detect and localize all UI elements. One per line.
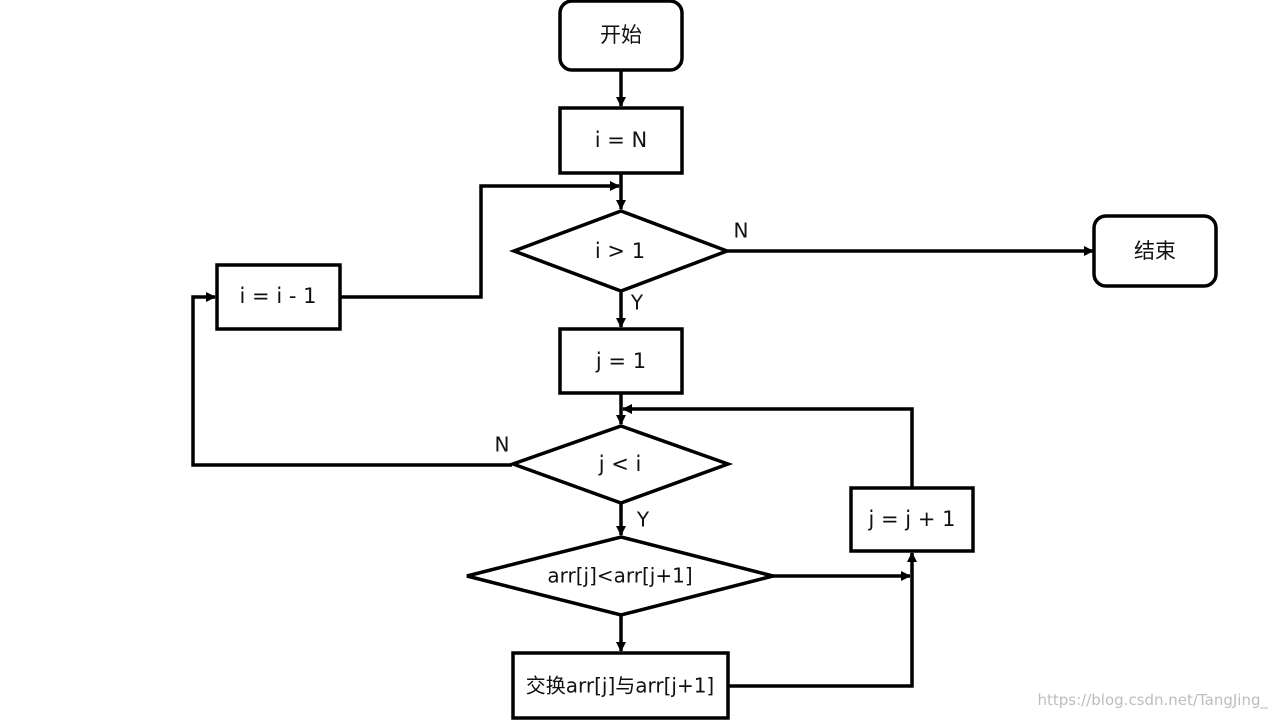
inner-condition-label: j < i	[598, 452, 642, 476]
start-node: 开始	[558, 0, 684, 72]
inner-condition-node: j < i	[507, 424, 734, 505]
compare-condition-label: arr[j]<arr[j+1]	[547, 564, 692, 588]
end-node-label: 结束	[1134, 239, 1176, 263]
edge-swap-to-inc-j	[728, 552, 917, 688]
start-node-label: 开始	[600, 23, 642, 47]
outer-condition-node: i > 1	[509, 209, 732, 293]
edge-dec-i-to-outer-cond	[341, 181, 620, 299]
decrement-i-node: i = i - 1	[215, 263, 342, 331]
increment-j-label: j = j + 1	[868, 507, 956, 531]
outer-no-label: N	[734, 219, 749, 243]
swap-label: 交换arr[j]与arr[j+1]	[526, 674, 715, 698]
compare-condition-node: arr[j]<arr[j+1]	[466, 535, 774, 617]
edge-inner-no-to-dec-i	[191, 292, 512, 467]
end-node: 结束	[1092, 214, 1218, 288]
init-i-node: i = N	[558, 106, 684, 175]
init-j-label: j = 1	[595, 349, 646, 373]
init-i-label: i = N	[595, 128, 648, 152]
swap-node: 交换arr[j]与arr[j+1]	[511, 651, 730, 720]
inner-no-label: N	[495, 433, 510, 457]
outer-condition-label: i > 1	[595, 239, 645, 263]
decrement-i-label: i = i - 1	[240, 284, 317, 308]
watermark-text: https://blog.csdn.net/TangJing_	[1038, 691, 1269, 710]
outer-yes-label: Y	[630, 291, 644, 315]
init-j-node: j = 1	[558, 327, 684, 395]
inner-yes-label: Y	[636, 508, 650, 532]
increment-j-node: j = j + 1	[849, 486, 975, 553]
edge-inc-j-to-inner-cond	[622, 404, 914, 487]
